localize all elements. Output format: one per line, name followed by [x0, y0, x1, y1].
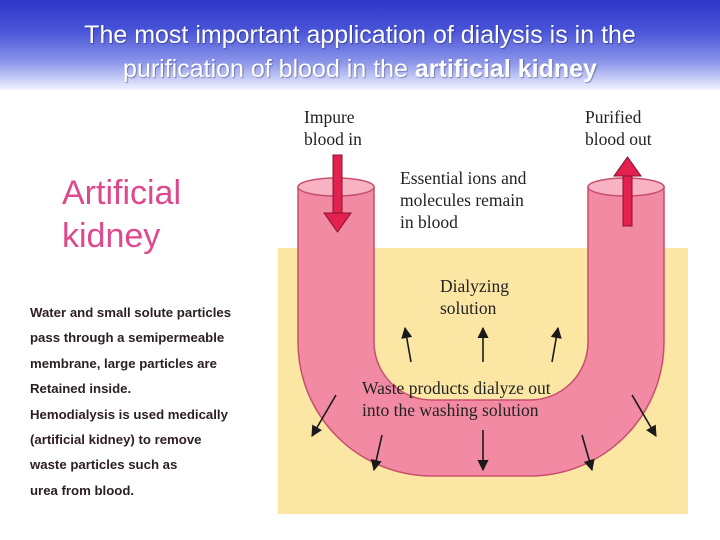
essential-ions-label: Essential ions and: [400, 168, 527, 188]
side-text-line: Hemodialysis is used medically: [30, 406, 228, 422]
waste-products-label: Waste products dialyze out: [362, 378, 551, 398]
side-text-line: waste particles such as: [30, 457, 178, 473]
side-description: Water and small solute particles pass th…: [30, 300, 280, 503]
blood-in-arrow: [323, 154, 352, 233]
purified-blood-label: Purified: [585, 107, 642, 127]
dialyzing-solution-label: Dialyzing: [440, 276, 509, 296]
diffusion-arrows: [311, 326, 657, 472]
impure-blood-label: Impure: [304, 107, 355, 127]
title-line-2: purification of blood in the artificial …: [0, 52, 720, 86]
dialyzing-solution-label: solution: [440, 298, 497, 318]
waste-products-label: into the washing solution: [362, 400, 539, 420]
side-heading: Artificial kidney: [62, 172, 181, 258]
purified-blood-label: blood out: [585, 129, 652, 149]
essential-ions-label: molecules remain: [400, 190, 524, 210]
u-tube: [297, 186, 665, 477]
side-text-line: Retained inside.: [30, 381, 132, 397]
side-heading-line-2: kidney: [62, 217, 161, 255]
title-line-1: The most important application of dialys…: [84, 21, 636, 49]
side-text-line: (artificial kidney) to remove: [30, 431, 202, 447]
title-highlight: artificial kidney: [414, 55, 597, 83]
title-line-2-text: purification of blood in the: [123, 55, 415, 83]
slide-title: The most important application of dialys…: [0, 18, 720, 86]
side-heading-line-1: Artificial: [62, 174, 182, 212]
blood-out-arrow: [613, 156, 642, 227]
side-text-line: membrane, large particles are: [30, 355, 217, 371]
side-text-line: urea from blood.: [30, 482, 135, 498]
side-text-line: Water and small solute particles: [30, 305, 232, 320]
essential-ions-label: in blood: [400, 212, 458, 232]
impure-blood-label: blood in: [304, 129, 362, 149]
side-text-line: pass through a semipermeable: [30, 330, 225, 346]
title-banner: [0, 0, 720, 90]
